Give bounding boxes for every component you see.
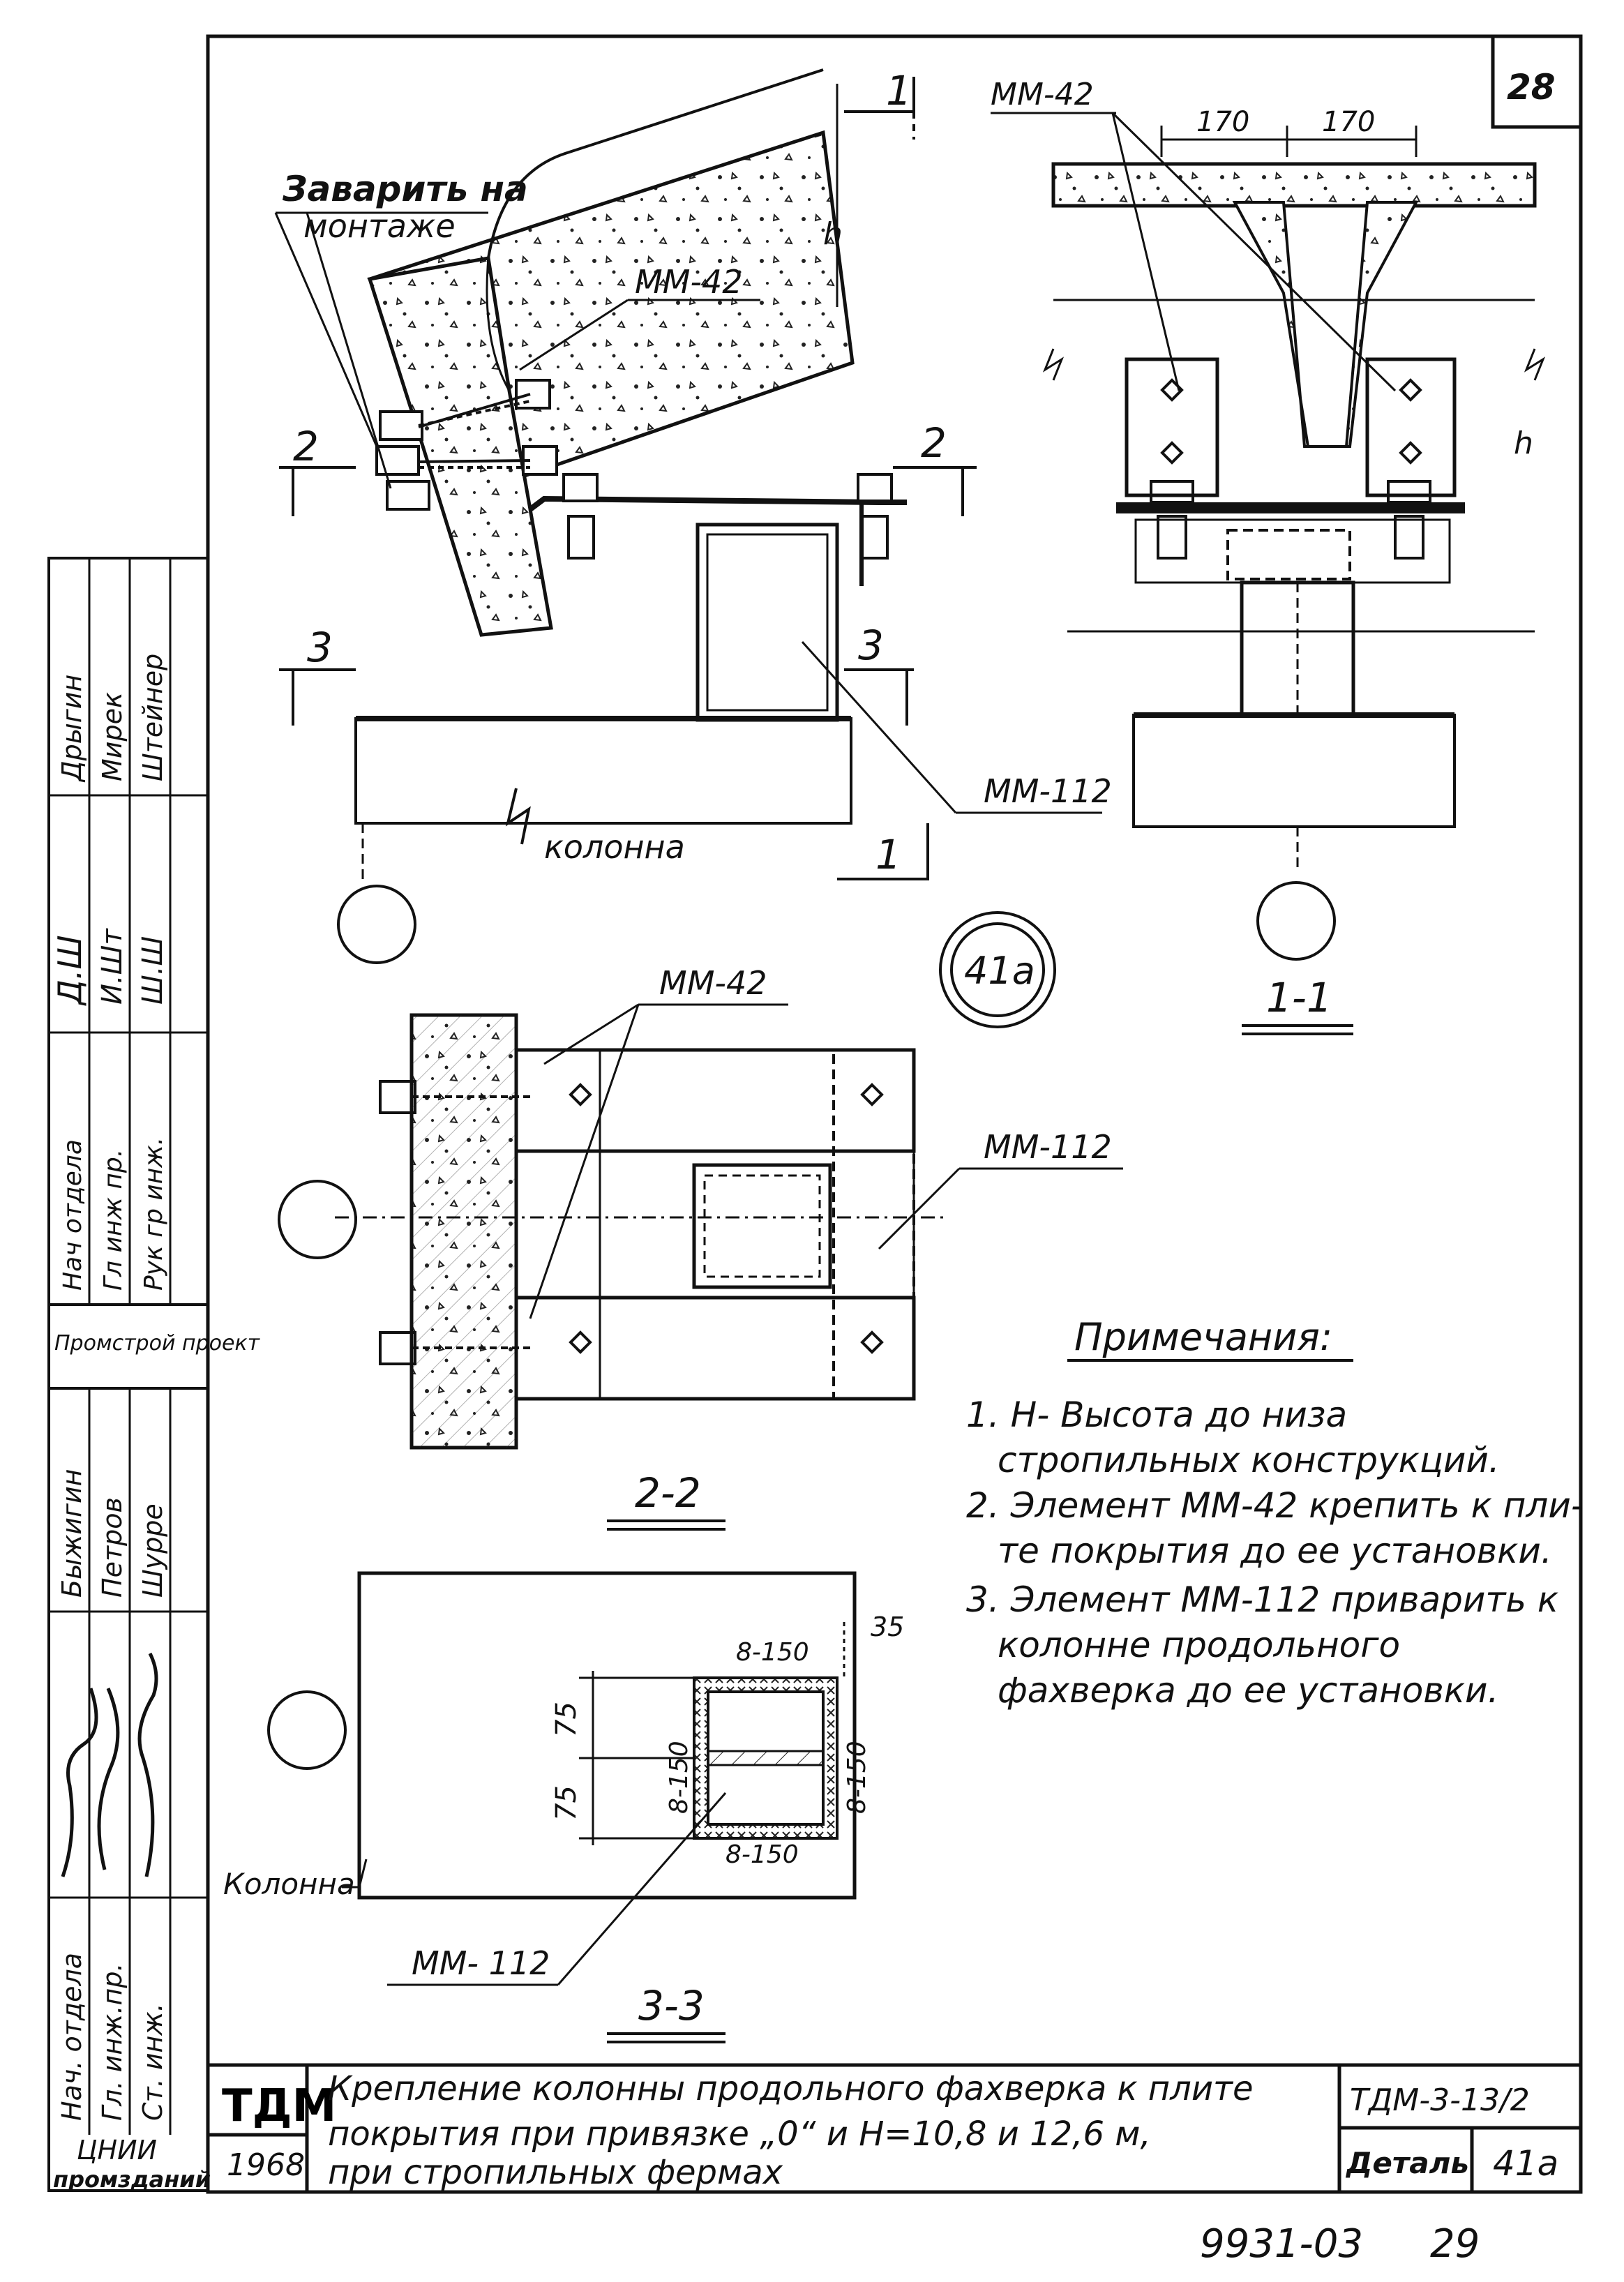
section-mark-1-bottom: 1 bbox=[875, 831, 901, 878]
view-3-3-title: 3-3 bbox=[638, 1982, 705, 2029]
note-line-5: 3. Элемент ММ-112 приварить к bbox=[966, 1579, 1558, 1620]
stamp-low-signatures bbox=[61, 1652, 158, 1877]
weld-note-line1: Заварить на bbox=[282, 169, 528, 209]
detail-marker-outer bbox=[939, 911, 1056, 1028]
mm112-column-top bbox=[696, 523, 839, 722]
note-line-1: 1. Н- Высота до низа bbox=[966, 1395, 1347, 1435]
stamp-role-3: Рук гр инж. bbox=[140, 1137, 168, 1291]
h-mark-elevation: h bbox=[823, 216, 843, 252]
view-3-3 bbox=[357, 1571, 857, 1900]
note-line-6: колонне продольного bbox=[998, 1625, 1400, 1665]
weld-8-150-right: 8-150 bbox=[843, 1741, 871, 1814]
mm42-label-view11: ММ-42 bbox=[991, 77, 1094, 112]
detail-label: Деталь bbox=[1345, 2146, 1469, 2180]
column-base bbox=[354, 717, 852, 825]
note-line-3: 2. Элемент ММ-42 крепить к пли- bbox=[966, 1485, 1584, 1526]
weld-8-150-top: 8-150 bbox=[736, 1638, 809, 1667]
stamp-low-role-2: Гл. инж.пр. bbox=[97, 1962, 128, 2121]
view-2-2-title: 2-2 bbox=[635, 1469, 701, 1517]
ref-circle-4 bbox=[267, 1690, 347, 1770]
note-line-4: те покрытия до ее установки. bbox=[998, 1531, 1552, 1571]
title-line-2: покрытия при привязке „0“ и Н=10,8 и 12,… bbox=[328, 2115, 1151, 2154]
page-number: 28 bbox=[1507, 67, 1556, 107]
side-stamp bbox=[47, 557, 209, 2192]
section-mark-1-top: 1 bbox=[886, 67, 912, 114]
weld-8-150-left: 8-150 bbox=[665, 1741, 693, 1814]
detail-marker-text: 41а bbox=[964, 949, 1035, 993]
stamp-sign-1: Д.Ш bbox=[51, 935, 89, 1006]
stamp-low-role-3: Ст. инж. bbox=[137, 2003, 168, 2121]
section-mark-3-left: 3 bbox=[307, 624, 333, 671]
mm42-label-elevation: ММ-42 bbox=[635, 263, 743, 301]
dim-75-bottom: 75 bbox=[550, 1785, 582, 1821]
column-label-view33: Колонна bbox=[223, 1867, 355, 1901]
title-block bbox=[206, 2063, 1583, 2194]
stamp-low-name-3: Шурре bbox=[137, 1503, 168, 1598]
mm112-label-view22: ММ-112 bbox=[984, 1128, 1112, 1166]
institute-line1: ЦНИИ bbox=[77, 2135, 157, 2165]
ref-circle-1 bbox=[337, 885, 416, 964]
dim-170-left: 170 bbox=[1196, 106, 1249, 138]
section-markers bbox=[279, 77, 977, 880]
bolt-group-plate bbox=[562, 473, 893, 560]
ref-circle-2 bbox=[1256, 881, 1336, 961]
column-label-elevation: колонна bbox=[544, 828, 685, 866]
notes-heading: Примечания: bbox=[1074, 1315, 1332, 1359]
stamp-name-3: Штейнер bbox=[137, 654, 168, 781]
ref-circle-3 bbox=[278, 1180, 357, 1259]
stamp-sign-3: Ш.Ш bbox=[137, 936, 169, 1005]
mm112-label-view33: ММ- 112 bbox=[412, 1944, 550, 1982]
mm42-label-view22: ММ-42 bbox=[659, 964, 767, 1002]
institute-line2: промзданий bbox=[53, 2166, 211, 2193]
detail-marker-inner bbox=[950, 922, 1045, 1017]
view-2-2 bbox=[335, 1013, 949, 1450]
dim-170-right: 170 bbox=[1322, 106, 1375, 138]
stamp-role-2: Гл инж пр. bbox=[99, 1149, 128, 1291]
stamp-name-2: Мирек bbox=[97, 692, 128, 781]
dim-35: 35 bbox=[871, 1612, 904, 1642]
stamp-name-1: Дрыгин bbox=[57, 675, 87, 783]
section-mark-2-left: 2 bbox=[293, 423, 319, 470]
title-line-3: при стропильных фермах bbox=[328, 2153, 783, 2192]
note-line-7: фахверка до ее установки. bbox=[998, 1670, 1498, 1711]
year: 1968 bbox=[227, 2147, 305, 2183]
dim-170-line bbox=[1160, 126, 1418, 157]
dim-75-top: 75 bbox=[550, 1702, 582, 1737]
title-line-1: Крепление колонны продольного фахверка к… bbox=[328, 2069, 1254, 2108]
detail-value: 41а bbox=[1493, 2143, 1558, 2184]
note-line-2: стропильных конструкций. bbox=[998, 1440, 1500, 1480]
weld-8-150-bottom: 8-150 bbox=[725, 1840, 799, 1869]
stamp-low-name-1: Быжигин bbox=[57, 1469, 87, 1598]
section-mark-3-right: 3 bbox=[858, 622, 884, 669]
stamp-low-name-2: Петров bbox=[97, 1497, 128, 1598]
series-code: ТДМ-3-13/2 bbox=[1350, 2082, 1530, 2118]
view-1-1 bbox=[1042, 162, 1546, 872]
stamp-role-1: Нач отдела bbox=[59, 1139, 87, 1291]
footer-page: 29 bbox=[1430, 2221, 1480, 2267]
bolt-group-rib bbox=[375, 379, 558, 511]
stamp-low-role-1: Нач. отдела bbox=[57, 1953, 87, 2121]
h-mark-view11: h bbox=[1514, 426, 1533, 461]
stamp-org: Промстрой проект bbox=[54, 1331, 261, 1356]
org-mark: ТДМ bbox=[222, 2080, 336, 2132]
footer-number: 9931-03 bbox=[1200, 2221, 1363, 2267]
view-1-1-title: 1-1 bbox=[1266, 974, 1332, 1021]
section-mark-2-right: 2 bbox=[921, 419, 947, 467]
stamp-sign-2: И.Шт bbox=[96, 928, 128, 1005]
mm112-label-elevation: ММ-112 bbox=[984, 772, 1112, 810]
